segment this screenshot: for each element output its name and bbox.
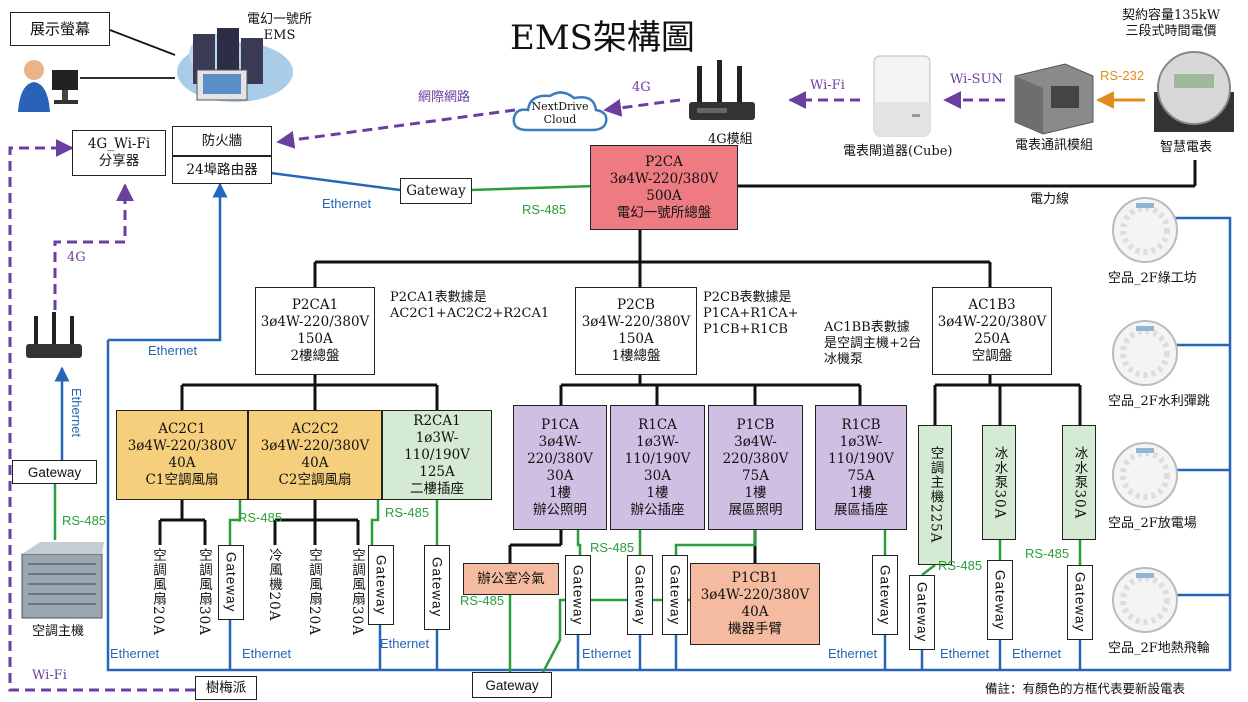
note-ac1bb: AC1BB表數據 是空調主機+2台 冰機泵 xyxy=(824,320,922,367)
air-quality-sensor-icon xyxy=(1112,197,1178,263)
panel-ac2c1: AC2C1 3ø4W-220/380V 40A C1空調風扇 xyxy=(116,410,248,500)
air-quality-sensor-icon xyxy=(1112,567,1178,633)
rs485-label-r2ca1: RS-485 xyxy=(385,505,430,520)
ac-main-unit-icon xyxy=(21,542,104,619)
gateway-ac-main: Gateway xyxy=(909,575,935,650)
ethernet-label-b2: Ethernet xyxy=(242,646,292,661)
load-fan-2: 空調風扇30A xyxy=(196,548,212,636)
ethernet-label-b7: Ethernet xyxy=(1012,646,1062,661)
smart-meter-label: 智慧電表 xyxy=(1160,140,1213,155)
ethernet-label-b5: Ethernet xyxy=(828,646,878,661)
gateway-main: Gateway xyxy=(400,178,472,204)
rs485-label-office: RS-485 xyxy=(460,593,505,608)
rs485-label-left: RS-485 xyxy=(62,513,107,528)
ethernet-label-b3: Ethernet xyxy=(380,636,430,651)
wisun-link-label: Wi-SUN xyxy=(950,72,1003,87)
4g-router-icon xyxy=(26,312,82,358)
gateway-ac2c1: Gateway xyxy=(218,545,244,620)
wifi-sharer-box: 4G_Wi-Fi 分享器 xyxy=(72,130,166,176)
smart-meter-icon xyxy=(1154,51,1234,132)
air-quality-sensor-icon xyxy=(1112,442,1178,508)
4g-link-label: 4G xyxy=(632,80,651,95)
footnote: 備註：有顏色的方框代表要新設電表 xyxy=(985,681,1186,696)
panel-r1cb: R1CB 1ø3W- 110/190V 75A 1樓 展區插座 xyxy=(815,405,907,530)
ethernet-label-vertical: Ethernet xyxy=(69,388,84,438)
meter-comm-label: 電表通訊模組 xyxy=(1015,138,1094,153)
display-screen-box: 展示螢幕 xyxy=(10,12,110,46)
ethernet-label-mid: Ethernet xyxy=(148,343,198,358)
gateway-p1ca: Gateway xyxy=(565,555,591,635)
4g-left-label: 4G xyxy=(67,250,86,265)
panel-p1ca: P1CA 3ø4W- 220/380V 30A 1樓 辦公照明 xyxy=(513,405,607,530)
panel-p1cb: P1CB 3ø4W- 220/380V 75A 1樓 展區照明 xyxy=(708,405,803,530)
ethernet-label-top: Ethernet xyxy=(322,196,372,211)
firewall-box: 防火牆 xyxy=(172,126,272,156)
rs485-label-ac-main: RS-485 xyxy=(938,558,983,573)
user-workstation-icon xyxy=(18,60,78,112)
gateway-r2ca1: Gateway xyxy=(424,545,450,630)
page-title: EMS架構圖 xyxy=(510,18,695,58)
sensor-label: 空品_2F水利彈跳 xyxy=(1108,394,1210,409)
load-pump-2: 冰水泵30A xyxy=(1062,425,1096,540)
internet-label: 網際網路 xyxy=(418,90,471,105)
rs232-link-label: RS-232 xyxy=(1100,68,1145,83)
sensor-label: 空品_2F放電場 xyxy=(1108,516,1197,531)
gateway-pump-1: Gateway xyxy=(987,560,1013,640)
gateway-p1cb: Gateway xyxy=(662,555,688,635)
panel-r1ca: R1CA 1ø3W- 110/190V 30A 1樓 辦公插座 xyxy=(610,405,705,530)
panel-ac2c2: AC2C2 3ø4W-220/380V 40A C2空調風扇 xyxy=(248,410,382,500)
panel-p1cb1: P1CB1 3ø4W-220/380V 40A 機器手臂 xyxy=(690,563,820,645)
rs485-label-top: RS-485 xyxy=(522,202,567,217)
panel-p2ca1: P2CA1 3ø4W-220/380V 150A 2樓總盤 xyxy=(255,287,375,375)
note-p2ca1: P2CA1表數據是 AC2C1+AC2C2+R2CA1 xyxy=(390,290,550,321)
wifi-link-label: Wi-Fi xyxy=(810,78,845,93)
power-line-label: 電力線 xyxy=(1030,192,1070,207)
panel-p2ca: P2CA 3ø4W-220/380V 500A 電幻一號所總盤 xyxy=(590,145,738,230)
ethernet-label-b1: Ethernet xyxy=(110,646,160,661)
wifi-left-label: Wi-Fi xyxy=(32,668,67,683)
panel-p2cb: P2CB 3ø4W-220/380V 150A 1樓總盤 xyxy=(575,287,697,375)
panel-ac1b3: AC1B3 3ø4W-220/380V 250A 空調盤 xyxy=(932,287,1052,375)
contract-capacity-label: 契約容量135kW 三段式時間電價 xyxy=(1122,8,1221,39)
raspberry-pi-box: 樹梅派 xyxy=(195,676,257,700)
rs485-label-ac2c1: RS-485 xyxy=(238,510,283,525)
cube-gateway-icon xyxy=(873,55,931,137)
gateway-r1ca: Gateway xyxy=(627,555,653,635)
gateway-r1cb: Gateway xyxy=(872,555,898,635)
cube-label: 電表閘道器(Cube) xyxy=(843,144,953,159)
cloud-label: NextDrive Cloud xyxy=(531,100,589,126)
nextdrive-cloud-icon xyxy=(512,91,608,132)
load-fan-1: 空調風扇20A xyxy=(150,548,166,636)
gateway-bottom: Gateway xyxy=(472,672,552,698)
air-quality-sensor-icon xyxy=(1112,320,1178,386)
4g-module-icon xyxy=(689,60,755,120)
sensor-label: 空品_2F綠工坊 xyxy=(1108,271,1197,286)
gateway-left: Gateway xyxy=(12,460,97,484)
panel-r2ca1: R2CA1 1ø3W-110/190V 125A 二樓插座 xyxy=(382,410,492,500)
gateway-pump-2: Gateway xyxy=(1067,565,1093,640)
ems-label: 電幻一號所 EMS xyxy=(247,12,313,43)
load-office-ac: 辦公室冷氣 xyxy=(463,563,559,595)
ac-main-unit-label: 空調主機 xyxy=(32,624,85,639)
rs485-label-pumps: RS-485 xyxy=(1025,546,1070,561)
ethernet-label-b6: Ethernet xyxy=(940,646,990,661)
load-pump-1: 冰水泵30A xyxy=(982,425,1016,540)
sensor-label: 空品_2F地熱飛輪 xyxy=(1108,641,1210,656)
load-fan-4: 空調風扇20A xyxy=(306,548,322,636)
load-ac-main: 空調主機225A xyxy=(918,425,952,565)
gateway-ac2c2: Gateway xyxy=(368,545,394,625)
rs485-label-p1ca: RS-485 xyxy=(590,540,635,555)
load-fan-3: 冷風機20A xyxy=(266,548,282,622)
load-fan-5: 空調風扇30A xyxy=(349,548,365,636)
router-box: 24埠路由器 xyxy=(172,156,272,184)
4g-module-label: 4G模組 xyxy=(708,132,753,147)
ethernet-label-b4: Ethernet xyxy=(582,646,632,661)
meter-comm-module-icon xyxy=(1014,63,1094,135)
note-p2cb: P2CB表數據是 P1CA+R1CA+ P1CB+R1CB xyxy=(703,290,799,337)
ems-cloud-server-icon xyxy=(177,28,293,102)
